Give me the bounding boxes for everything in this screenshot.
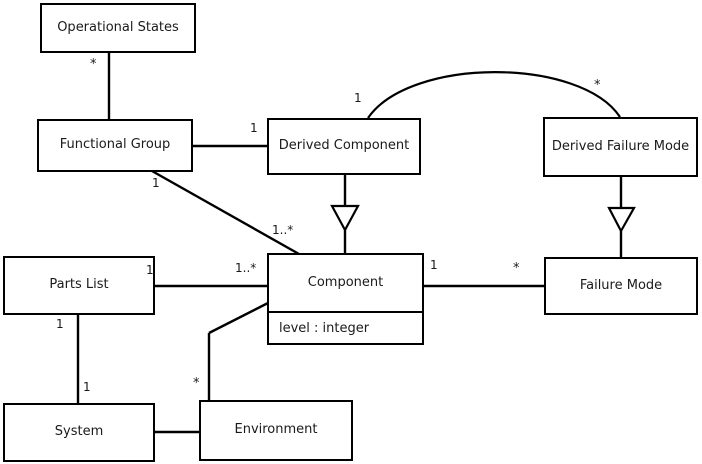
class-box-parts-list[interactable]: Parts List	[3, 256, 155, 315]
multiplicity-partslist-system-target: 1	[83, 380, 91, 394]
multiplicity-functionalgroup-component-target: 1..*	[272, 223, 294, 237]
class-box-derived-failure-mode[interactable]: Derived Failure Mode	[543, 117, 698, 177]
multiplicity-derivedfailuremode-arc-target: *	[594, 78, 601, 93]
class-box-operational-states[interactable]: Operational States	[40, 3, 196, 53]
class-name-component: Component	[307, 274, 384, 290]
multiplicity-environment-component: *	[193, 376, 200, 391]
class-name-environment: Environment	[234, 422, 318, 438]
class-name-derived-failure-mode: Derived Failure Mode	[551, 138, 690, 154]
generalization-triangle-component	[330, 204, 360, 233]
class-name-parts-list: Parts List	[49, 277, 109, 293]
generalization-triangle-failure-mode	[607, 206, 636, 234]
class-attribute-component-level: level : integer	[269, 311, 422, 343]
class-name-operational-states: Operational States	[57, 19, 179, 35]
multiplicity-component-failuremode-target: *	[513, 261, 520, 276]
class-name-derived-component: Derived Component	[278, 138, 410, 154]
multiplicity-partslist-component-target: 1..*	[235, 261, 257, 275]
class-name-functional-group: Functional Group	[59, 137, 171, 153]
class-box-functional-group[interactable]: Functional Group	[37, 119, 193, 172]
class-name-system: System	[54, 424, 104, 440]
multiplicity-component-failuremode-source: 1	[430, 258, 438, 272]
multiplicity-partslist-system-source: 1	[56, 317, 64, 331]
edge-environment-component-diagonal	[208, 301, 269, 335]
class-box-failure-mode[interactable]: Failure Mode	[544, 257, 698, 315]
class-box-environment[interactable]: Environment	[199, 400, 353, 461]
class-box-component[interactable]: Component level : integer	[267, 253, 424, 345]
multiplicity-derivedcomponent-arc-source: 1	[354, 91, 362, 105]
multiplicity-opstates-functionalgroup: *	[90, 57, 97, 72]
multiplicity-partslist-component-source: 1	[146, 263, 154, 277]
multiplicity-functionalgroup-component-source: 1	[152, 176, 160, 190]
multiplicity-functionalgroup-derivedcomponent: 1	[250, 121, 258, 135]
edge-derivedcomponent-derivedfailuremode	[367, 71, 621, 119]
class-box-derived-component[interactable]: Derived Component	[267, 118, 421, 175]
edge-functionalgroup-component	[151, 169, 300, 256]
class-box-system[interactable]: System	[3, 403, 155, 462]
class-name-failure-mode: Failure Mode	[579, 277, 663, 293]
